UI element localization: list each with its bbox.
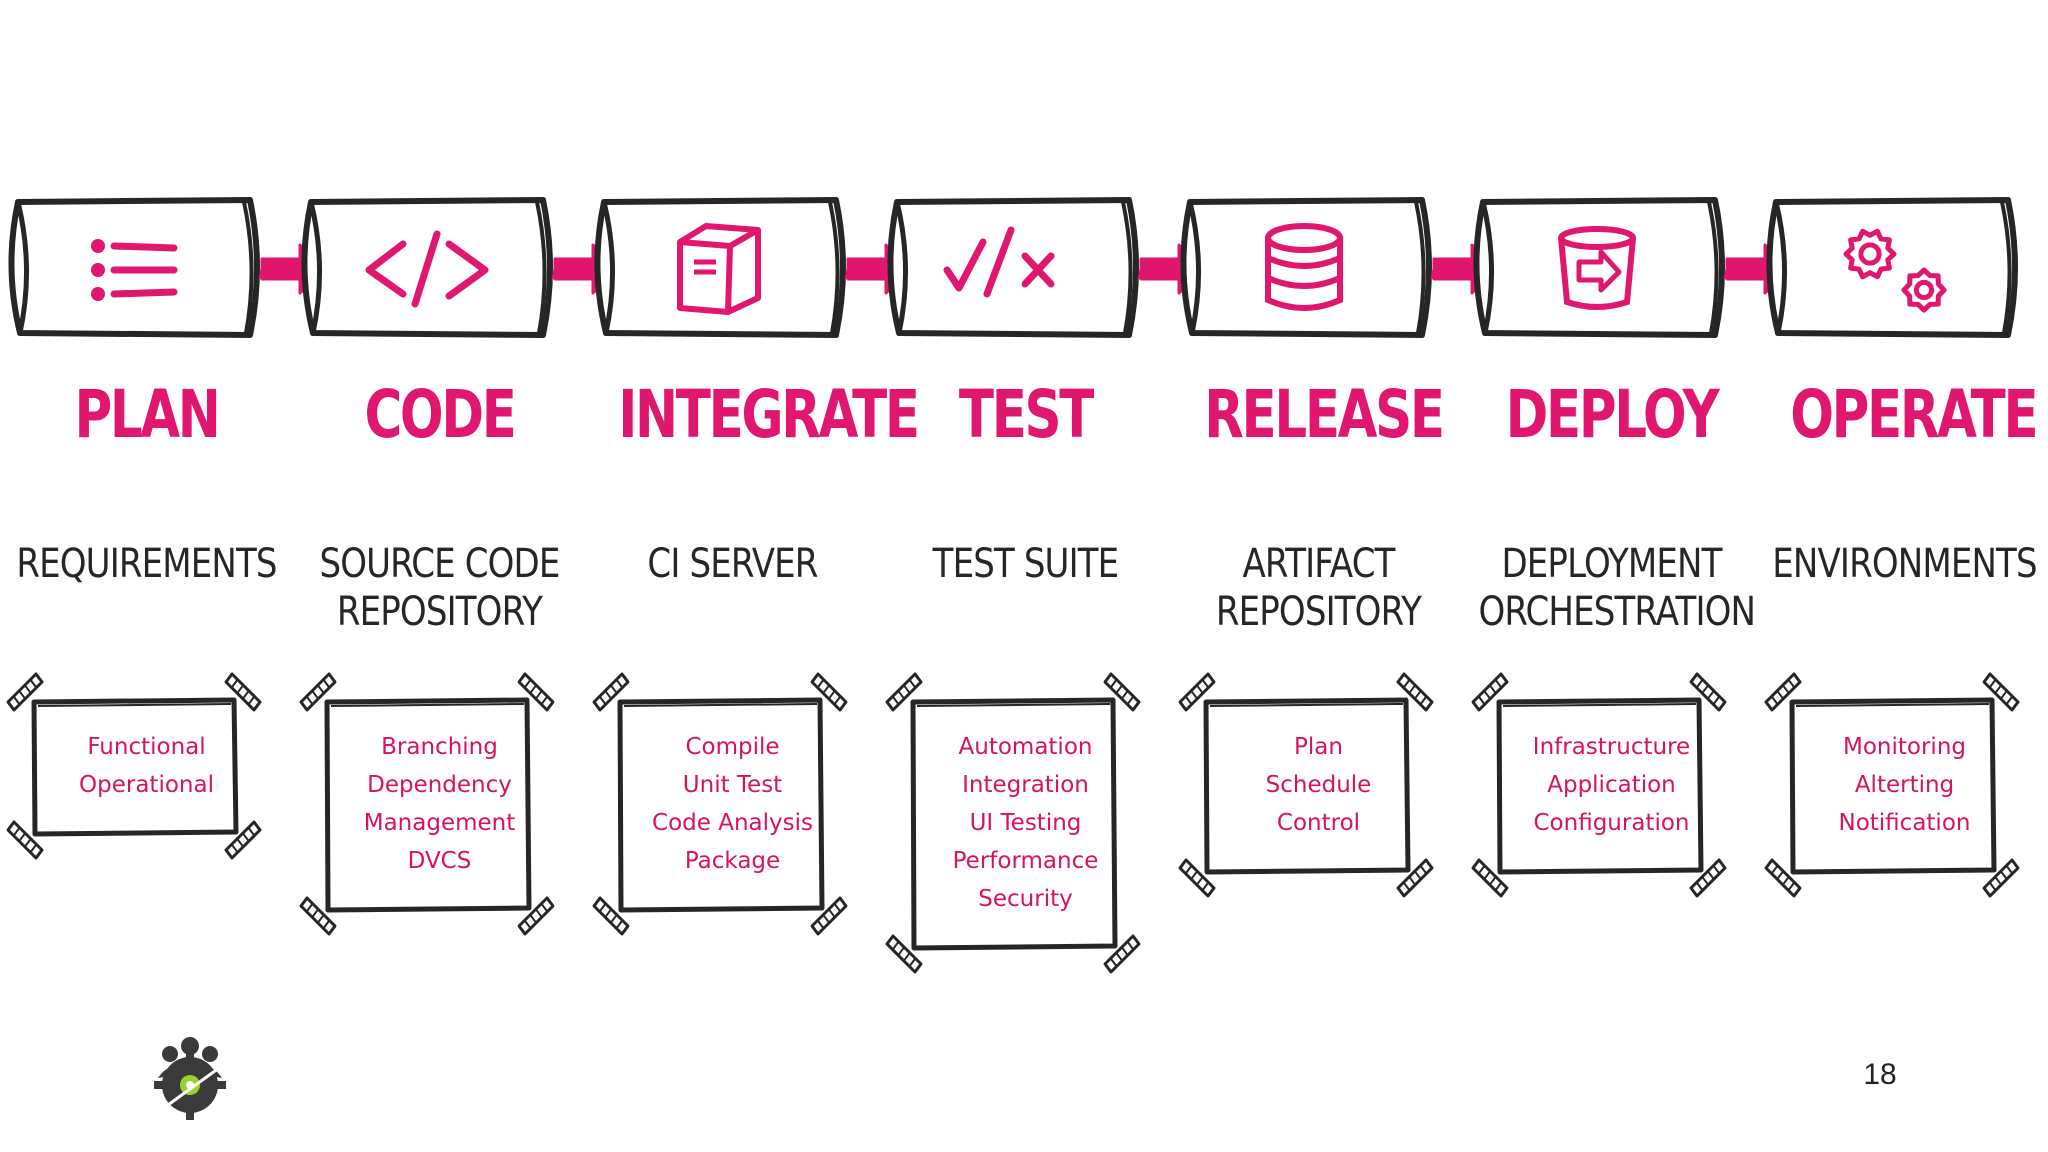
- stage-title: OPERATE: [1790, 376, 2038, 453]
- stage-title: INTEGRATE: [618, 376, 920, 453]
- package-box-icon: [677, 223, 761, 315]
- stage-item: Control: [1276, 810, 1361, 836]
- stage-tool-label: REQUIREMENTS: [13, 540, 279, 588]
- stage-tool-line: SOURCE CODE: [319, 541, 560, 587]
- stage-tool-line: ARTIFACT: [1242, 541, 1395, 587]
- sticky-note: [592, 672, 848, 936]
- list-icon: [91, 239, 178, 301]
- stage-item: Package: [684, 848, 781, 874]
- stage-item: Compile: [685, 734, 780, 760]
- stage-tool-line: REPOSITORY: [1215, 589, 1422, 635]
- sticky-note: [885, 672, 1141, 974]
- stage-tool-line: ORCHESTRATION: [1478, 589, 1756, 635]
- stage-item: Functional: [87, 734, 206, 760]
- stage-item: Plan: [1294, 734, 1343, 760]
- stage-item: Automation: [958, 734, 1093, 760]
- sticky-note: [1764, 672, 2020, 898]
- stage-item: Code Analysis: [652, 810, 813, 836]
- pipe-segment: [887, 197, 1139, 338]
- sticky-note: [1471, 672, 1727, 898]
- stage-title: CODE: [364, 376, 516, 453]
- team-gear-logo-icon: [140, 1030, 240, 1130]
- stage-title: RELEASE: [1204, 376, 1445, 453]
- page-number: 18: [1863, 1058, 1897, 1091]
- stage-item: Performance: [952, 848, 1099, 874]
- stage-item: Alterting: [1854, 772, 1955, 798]
- stage-tool-line: TEST SUITE: [932, 541, 1120, 587]
- database-icon: [1265, 223, 1343, 311]
- stage-tool-label: CI SERVER: [599, 540, 865, 588]
- stage-tool-label: ENVIRONMENTS: [1771, 540, 2037, 588]
- stage-tool-line: REQUIREMENTS: [16, 541, 277, 587]
- sticky-note: [1178, 672, 1434, 898]
- stage-tool-line: CI SERVER: [647, 541, 818, 587]
- stage-item: Branching: [381, 734, 498, 760]
- stage-tool-line: REPOSITORY: [336, 589, 543, 635]
- gears-icon: [1843, 228, 1947, 313]
- stage-item: Schedule: [1265, 772, 1372, 798]
- stage-item: Dependency: [367, 772, 512, 798]
- code-brackets-icon: [365, 230, 489, 308]
- stage-item: DVCS: [407, 848, 472, 874]
- stage-item: Security: [978, 886, 1073, 912]
- stage-title: TEST: [958, 376, 1094, 453]
- stage-item: Operational: [79, 772, 214, 798]
- stage-title: PLAN: [74, 376, 220, 453]
- stage-title: DEPLOY: [1505, 376, 1720, 453]
- pipe-segment: [1766, 197, 2018, 338]
- stage-item: Configuration: [1533, 810, 1690, 836]
- sticky-note: [6, 672, 262, 860]
- stage-item: Integration: [962, 772, 1089, 798]
- pipe-segment: [1473, 197, 1725, 338]
- stage-item: Application: [1547, 772, 1676, 798]
- stage-item: Monitoring: [1843, 734, 1966, 760]
- stage-item: UI Testing: [969, 810, 1082, 836]
- stage-item: Infrastructure: [1532, 734, 1691, 760]
- stage-item: Management: [363, 810, 516, 836]
- stage-tool-label: TEST SUITE: [892, 540, 1158, 588]
- sticky-note: [299, 672, 555, 936]
- pipe-segment: [594, 197, 846, 338]
- stage-tool-line: ENVIRONMENTS: [1772, 541, 2037, 587]
- stage-tool-line: DEPLOYMENT: [1501, 541, 1722, 587]
- stage-item: Unit Test: [682, 772, 783, 798]
- check-cross-icon: [943, 226, 1055, 298]
- stage-item: Notification: [1838, 810, 1971, 836]
- bucket-arrow-icon: [1558, 226, 1636, 310]
